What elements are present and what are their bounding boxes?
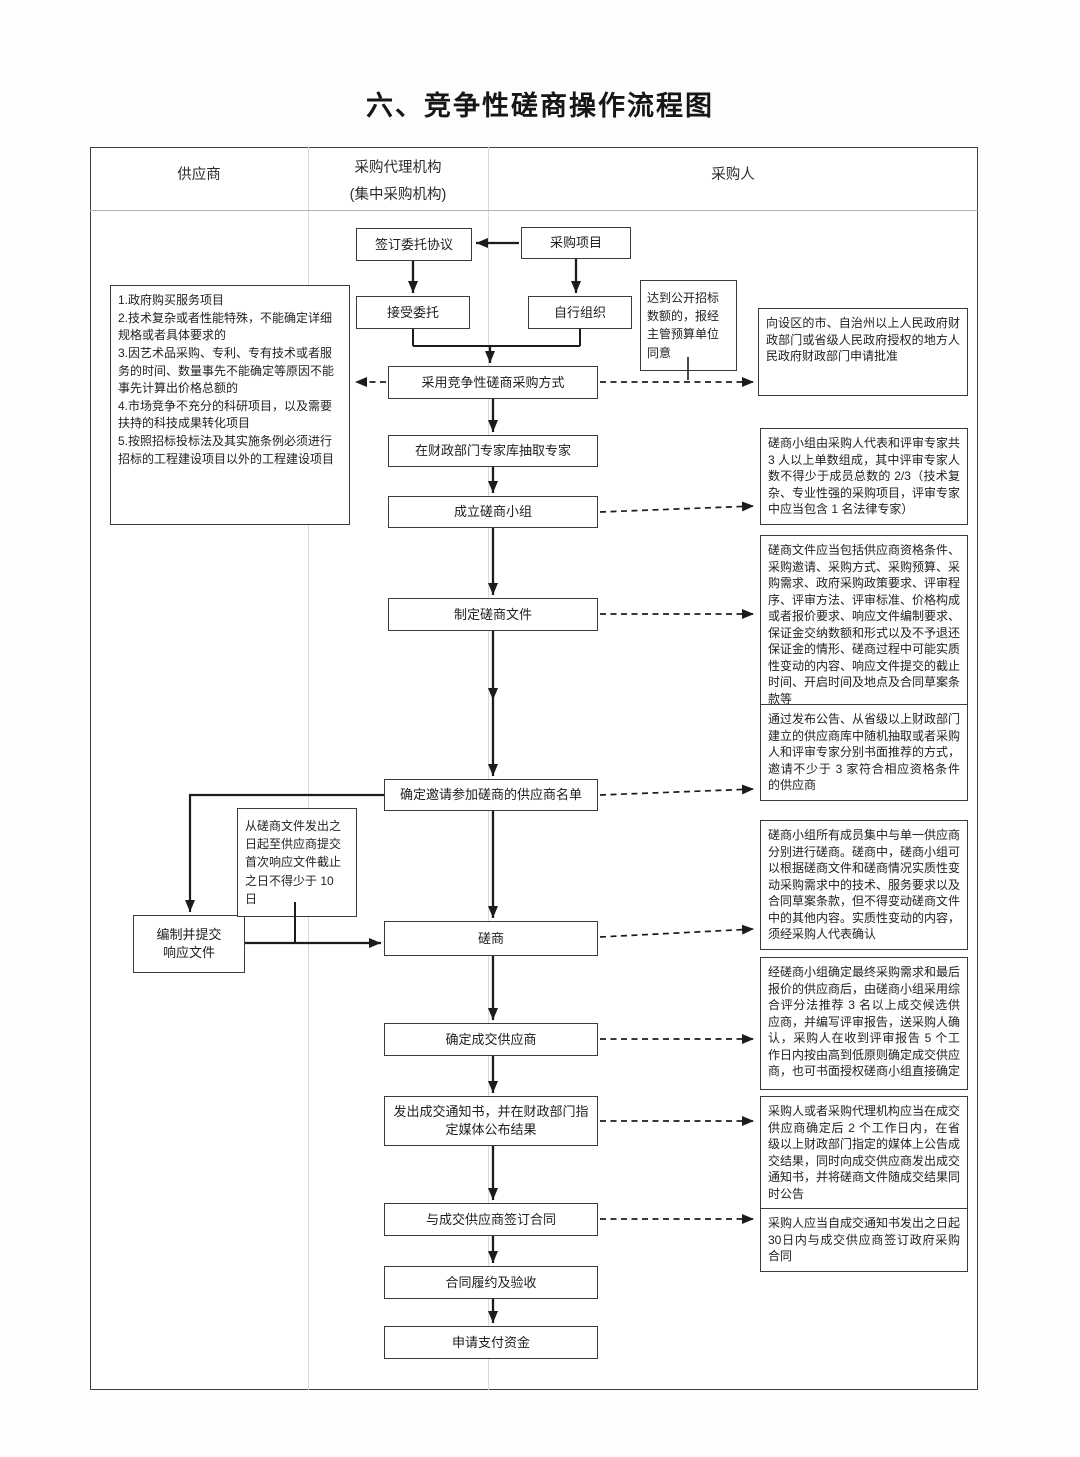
lane-header-agency: 采购代理机构 (集中采购机构): [308, 155, 488, 209]
node-sign-contract: 与成交供应商签订合同: [384, 1203, 598, 1236]
lane-header-underline: [90, 210, 978, 211]
annotation-supplier-invitation: 通过发布公告、从省级以上财政部门建立的供应商库中随机抽取或者采购人和评审专家分别…: [760, 704, 968, 801]
node-accept-entrustment: 接受委托: [356, 296, 470, 329]
node-extract-experts: 在财政部门专家库抽取专家: [388, 435, 598, 467]
node-determine-winner: 确定成交供应商: [384, 1023, 598, 1056]
node-establish-group: 成立磋商小组: [388, 496, 598, 528]
node-consultation: 磋商: [384, 921, 598, 956]
lane-header-agency-line1: 采购代理机构: [354, 160, 442, 176]
annotation-group-composition: 磋商小组由采购人代表和评审专家共 3 人以上单数组成，其中评审专家人数不得少于成…: [760, 428, 968, 525]
node-formulate-documents: 制定磋商文件: [388, 598, 598, 631]
note-applicable-conditions: 1.政府购买服务项目 2.技术复杂或者性能特殊，不能确定详细规格或者具体要求的 …: [110, 285, 350, 525]
annotation-approval: 向设区的市、自治州以上人民政府财政部门或省级人民政府授权的地方人民政府财政部门申…: [758, 308, 968, 396]
annotation-consultation-rules: 磋商小组所有成员集中与单一供应商分别进行磋商。磋商中，磋商小组可以根据磋商文件和…: [760, 820, 968, 950]
annotation-winner-determination: 经磋商小组确定最终采购需求和最后报价的供应商后，由磋商小组采用综合评分法推荐 3…: [760, 957, 968, 1090]
node-prepare-response: 编制并提交 响应文件: [133, 915, 245, 973]
node-procurement-project: 采购项目: [521, 227, 631, 259]
node-contract-performance: 合同履约及验收: [384, 1266, 598, 1299]
node-adopt-method: 采用竞争性磋商采购方式: [388, 366, 598, 399]
note-response-deadline: 从磋商文件发出之日起至供应商提交首次响应文件截止之日不得少于 10 日: [237, 808, 357, 918]
node-apply-payment: 申请支付资金: [384, 1326, 598, 1359]
lane-header-supplier: 供应商: [177, 167, 221, 183]
note-open-tender-threshold: 达到公开招标数额的，报经主管预算单位同意: [640, 280, 737, 371]
lane-header-purchaser: 采购人: [711, 167, 755, 183]
page-title: 六、竞争性磋商操作流程图: [366, 91, 714, 121]
lane-divider-1: [308, 147, 309, 1390]
annotation-document-contents: 磋商文件应当包括供应商资格条件、采购邀请、采购方式、采购预算、采购需求、政府采购…: [760, 535, 968, 715]
lane-header-agency-line2: (集中采购机构): [349, 187, 447, 203]
node-sign-agreement: 签订委托协议: [356, 228, 472, 261]
node-issue-notice: 发出成交通知书，并在财政部门指定媒体公布结果: [384, 1096, 598, 1146]
node-self-organize: 自行组织: [528, 296, 632, 329]
annotation-contract-deadline: 采购人应当自成交通知书发出之日起30日内与成交供应商签订政府采购合同: [760, 1208, 968, 1272]
annotation-result-announcement: 采购人或者采购代理机构应当在成交供应商确定后 2 个工作日内，在省级以上财政部门…: [760, 1096, 968, 1210]
node-determine-supplier-list: 确定邀请参加磋商的供应商名单: [384, 779, 598, 811]
